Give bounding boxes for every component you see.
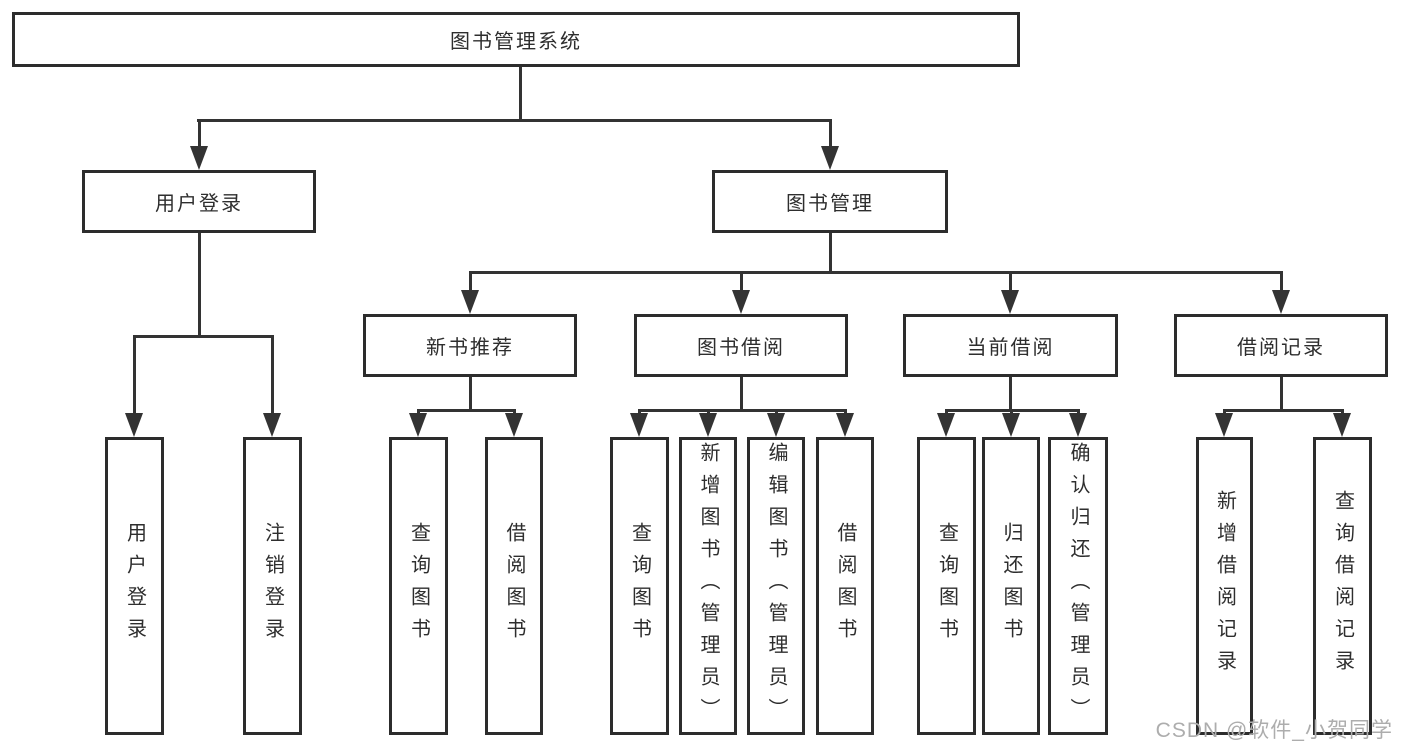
node-label: 新增图书（管理员） — [697, 442, 719, 730]
arrowhead-down-icon — [1272, 290, 1290, 314]
connector-line — [740, 271, 743, 292]
leaf-query-books-current: 查询图书 — [917, 437, 976, 735]
connector-line — [740, 377, 743, 409]
node-user-login: 用户登录 — [82, 170, 316, 233]
node-label: 归还图书 — [1000, 522, 1022, 650]
node-label: 确认归还（管理员） — [1067, 442, 1089, 730]
connector-line — [1223, 409, 1344, 412]
arrowhead-down-icon — [263, 413, 281, 437]
node-label: 新书推荐 — [426, 337, 514, 359]
leaf-add-borrow-record: 新增借阅记录 — [1196, 437, 1253, 735]
leaf-borrow-books-recommend: 借阅图书 — [485, 437, 543, 735]
leaf-borrow-books: 借阅图书 — [816, 437, 874, 735]
leaf-query-books-recommend: 查询图书 — [389, 437, 448, 735]
node-label: 编辑图书（管理员） — [765, 442, 787, 730]
node-label: 查询图书 — [628, 522, 651, 650]
arrowhead-down-icon — [1215, 413, 1233, 437]
connector-line — [271, 335, 274, 415]
node-label: 查询图书 — [407, 522, 430, 650]
arrowhead-down-icon — [409, 413, 427, 437]
arrowhead-down-icon — [190, 146, 208, 170]
connector-line — [198, 233, 201, 335]
arrowhead-down-icon — [937, 413, 955, 437]
connector-line — [1009, 271, 1012, 292]
arrowhead-down-icon — [1333, 413, 1351, 437]
node-label: 当前借阅 — [966, 337, 1055, 359]
leaf-logout: 注销登录 — [243, 437, 302, 735]
connector-line — [519, 67, 522, 119]
arrowhead-down-icon — [699, 413, 717, 437]
arrowhead-down-icon — [1002, 413, 1020, 437]
connector-line — [469, 271, 472, 292]
leaf-query-borrow-record: 查询借阅记录 — [1313, 437, 1372, 735]
node-book-management: 图书管理 — [712, 170, 948, 233]
node-label: 查询借阅记录 — [1331, 490, 1354, 682]
node-label: 借阅图书 — [503, 522, 525, 650]
leaf-return-books: 归还图书 — [982, 437, 1040, 735]
node-new-book-recommend: 新书推荐 — [363, 314, 577, 377]
connector-line — [197, 119, 832, 122]
node-label: 图书借阅 — [697, 337, 785, 359]
arrowhead-down-icon — [505, 413, 523, 437]
connector-line — [1009, 377, 1012, 409]
connector-line — [198, 119, 201, 148]
node-borrow-records: 借阅记录 — [1174, 314, 1388, 377]
leaf-user-login: 用户登录 — [105, 437, 164, 735]
connector-line — [417, 409, 516, 412]
leaf-add-books-admin: 新增图书（管理员） — [679, 437, 737, 735]
node-label: 新增借阅记录 — [1213, 490, 1236, 682]
leaf-query-books-borrow: 查询图书 — [610, 437, 669, 735]
connector-line — [133, 335, 136, 415]
connector-line — [1280, 271, 1283, 292]
connector-line — [469, 377, 472, 409]
leaf-confirm-return-admin: 确认归还（管理员） — [1048, 437, 1108, 735]
arrowhead-down-icon — [461, 290, 479, 314]
connector-line — [1280, 377, 1283, 409]
node-label: 查询图书 — [935, 522, 958, 650]
node-label: 图书管理 — [786, 193, 874, 215]
arrowhead-down-icon — [1001, 290, 1019, 314]
arrowhead-down-icon — [1069, 413, 1087, 437]
connector-line — [638, 409, 847, 412]
arrowhead-down-icon — [836, 413, 854, 437]
node-label: 用户登录 — [155, 193, 243, 215]
connector-line — [829, 233, 832, 271]
arrowhead-down-icon — [630, 413, 648, 437]
connector-line — [133, 335, 274, 338]
node-library-management-system: 图书管理系统 — [12, 12, 1020, 67]
arrowhead-down-icon — [732, 290, 750, 314]
csdn-watermark: CSDN @软件_小贺同学 — [1155, 719, 1393, 742]
node-current-borrow: 当前借阅 — [903, 314, 1118, 377]
leaf-edit-books-admin: 编辑图书（管理员） — [747, 437, 805, 735]
arrowhead-down-icon — [767, 413, 785, 437]
arrowhead-down-icon — [821, 146, 839, 170]
connector-line — [829, 119, 832, 148]
node-label: 用户登录 — [123, 522, 146, 650]
node-label: 注销登录 — [261, 522, 284, 650]
arrowhead-down-icon — [125, 413, 143, 437]
connector-line — [469, 271, 1282, 274]
node-book-borrow: 图书借阅 — [634, 314, 848, 377]
node-label: 借阅图书 — [834, 522, 856, 650]
node-label: 图书管理系统 — [450, 31, 582, 53]
node-label: 借阅记录 — [1237, 337, 1325, 359]
